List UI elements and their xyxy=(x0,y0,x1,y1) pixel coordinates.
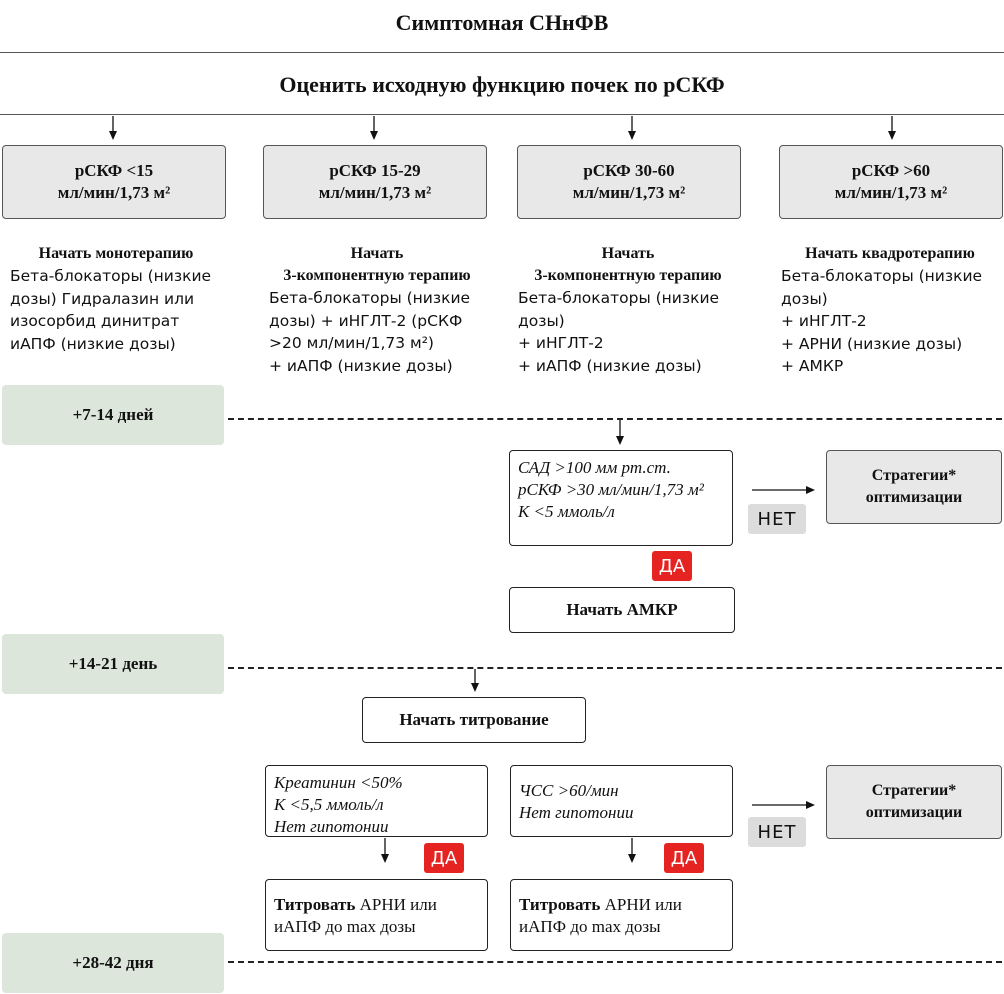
titrate-box-2: Титровать АРНИ или иАПФ до max дозы xyxy=(510,879,733,951)
col1-heading: Начать монотерапию xyxy=(38,245,194,262)
yes-label-1: ДА xyxy=(652,551,692,581)
phase-14-21-days: +14-21 день xyxy=(2,634,224,694)
diagram-title: Симптомная СНнФВ xyxy=(395,10,609,35)
no-label-1: НЕТ xyxy=(748,504,806,534)
no-label-2: НЕТ xyxy=(748,817,806,847)
optimization-strategy-box-2: Стратегии*оптимизации xyxy=(826,765,1002,839)
subtitle-divider xyxy=(0,114,1004,115)
col4-heading: Начать квадротерапию xyxy=(805,245,975,262)
phase-28-42-days: +28-42 дня xyxy=(2,933,224,993)
phase1-divider xyxy=(228,418,1002,420)
phase2-divider xyxy=(228,667,1002,669)
optimization-strategy-box-1: Стратегии*оптимизации xyxy=(826,450,1002,524)
phase-7-14-days: +7-14 дней xyxy=(2,385,224,445)
start-mra-box: Начать АМКР xyxy=(509,587,735,633)
diagram-subtitle: Оценить исходную функцию почек по рСКФ xyxy=(279,72,725,97)
titrate-box-1: Титровать АРНИ или иАПФ до max дозы xyxy=(265,879,488,951)
yes-label-2: ДА xyxy=(424,843,464,873)
title-divider xyxy=(0,52,1004,53)
condition-box-mra: САД >100 мм рт.ст.рСКФ >30 мл/мин/1,73 м… xyxy=(509,450,733,546)
phase3-divider xyxy=(228,961,1002,963)
yes-label-3: ДА xyxy=(664,843,704,873)
start-titration-box: Начать титрование xyxy=(362,697,586,743)
